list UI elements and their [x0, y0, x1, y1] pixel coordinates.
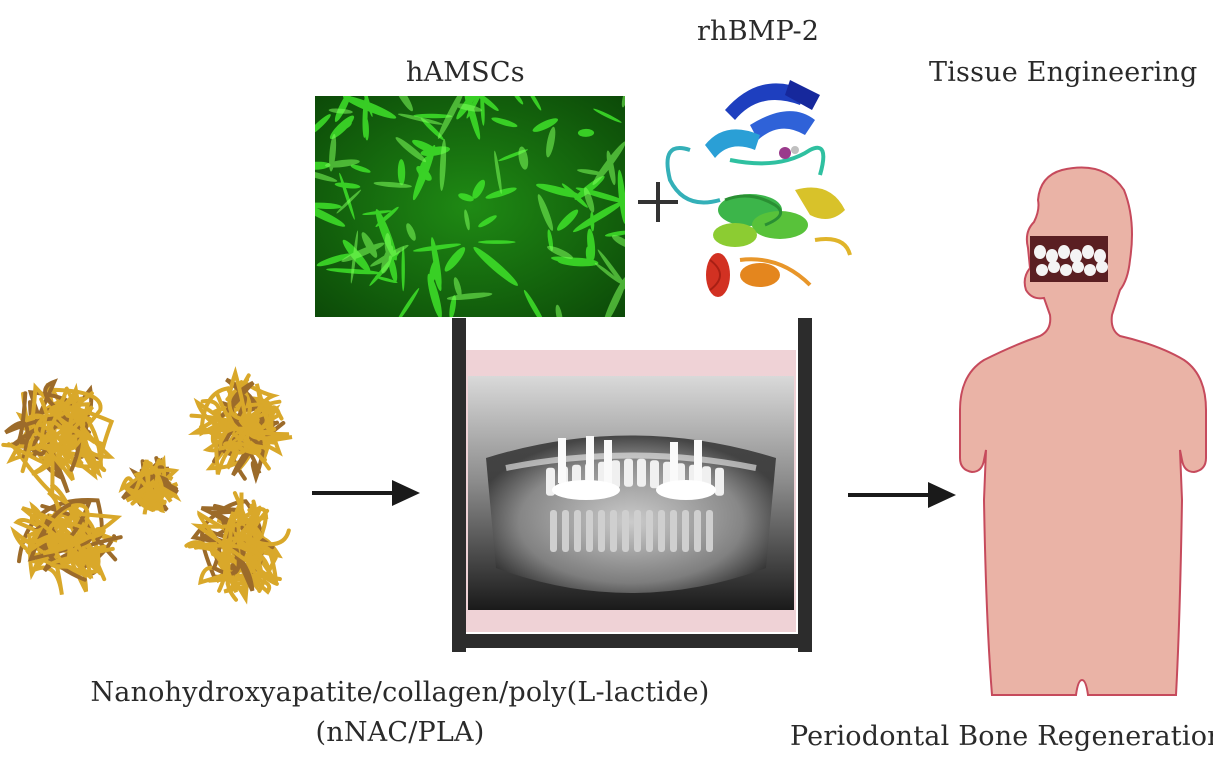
growth-factor-label: rhBMP-2 — [697, 16, 820, 47]
cells-label: hAMSCs — [406, 57, 525, 88]
scaffold-label-line2: (nNAC/PLA) — [315, 717, 485, 748]
tissue-engineering-label: Tissue Engineering — [929, 57, 1198, 88]
plus-icon — [634, 172, 684, 232]
arrow-right-icon — [312, 476, 422, 510]
culture-container — [446, 318, 818, 652]
outcome-label: Periodontal Bone Regeneration — [790, 721, 1213, 752]
arrow-right-icon — [848, 478, 958, 512]
human-silhouette-image — [944, 150, 1212, 700]
protein-structure-image — [630, 50, 900, 320]
scaffold-label-line1: Nanohydroxyapatite/collagen/poly(L-lacti… — [90, 677, 710, 708]
scaffold-label: Nanohydroxyapatite/collagen/poly(L-lacti… — [60, 673, 740, 753]
cells-micrograph-image — [315, 96, 625, 317]
scaffold-fiber-image — [0, 362, 320, 607]
